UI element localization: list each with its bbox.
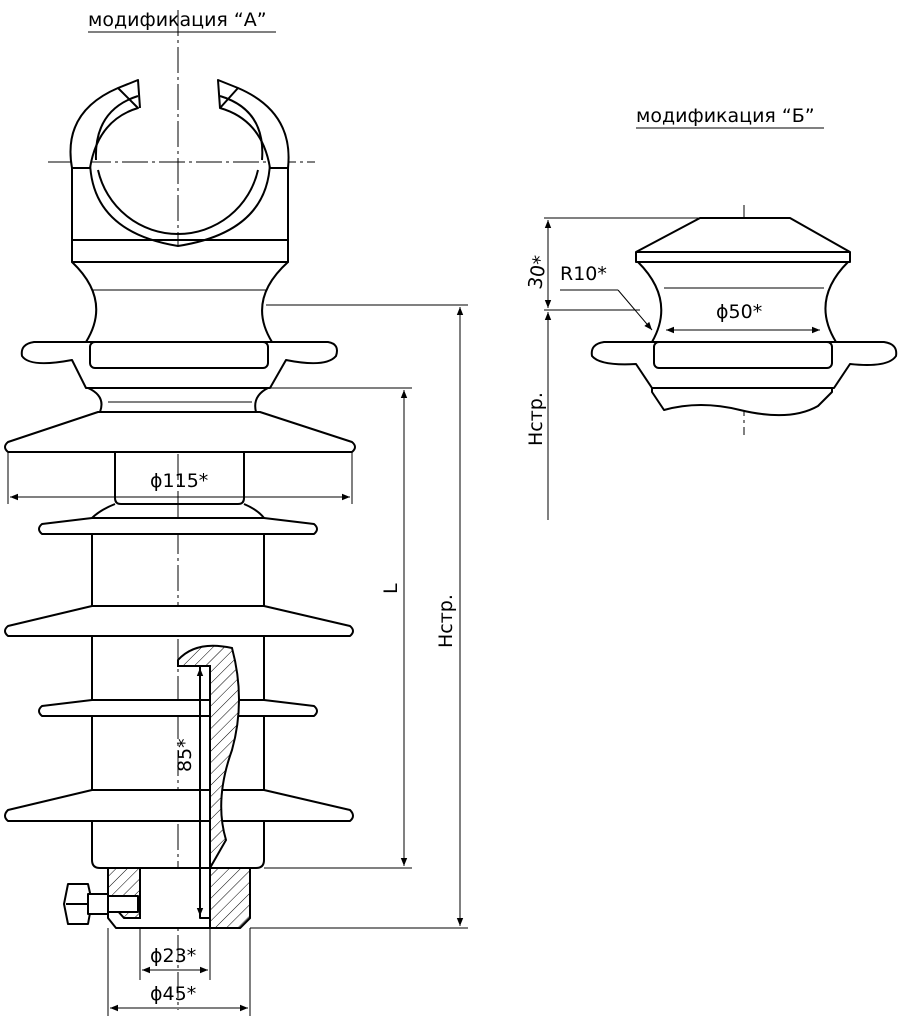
shed-2 [4,605,354,637]
b-cap-top [635,217,851,263]
b-collar-ring [653,341,833,369]
dim-50-label: ϕ50* [716,301,762,323]
rod-cavity-section [177,644,240,872]
clamp-inner-lines [94,95,264,161]
dim-r10-label: R10* [560,263,607,285]
title-mod-a: модификация “А” [88,9,267,31]
collar-ring [89,341,269,369]
core-seg-3 [91,716,265,790]
cap-neck [71,261,289,343]
dim-23-label: ϕ23* [150,945,196,967]
modification-a-view: модификация “А” [4,9,468,1016]
modification-b-view: модификация “Б” 30* R10* ϕ50* Нстр. [524,105,898,520]
b-neck [637,261,849,343]
core-upper [114,452,245,505]
bolt [63,883,139,925]
core-seg-1 [91,534,265,606]
core-upper-transition [91,503,265,519]
dim-45-label: ϕ45* [150,983,196,1005]
dim-hstr-b-label: Нстр. [525,392,547,446]
fitting-section-right [209,867,251,929]
dim-L-label: L [380,583,402,594]
shed-top [4,411,356,453]
clamp-jaw-tips [117,79,239,109]
r10-leader [617,289,653,331]
dim-85-label: 85* [174,738,196,772]
shed-3 [38,699,318,717]
shed-1 [38,517,318,535]
neck-upper [87,387,269,413]
clamp-ring-right [219,87,290,169]
dim-hstr-a-label: Нстр. [435,594,457,648]
dim-115-label: ϕ115* [150,470,208,492]
title-mod-b: модификация “Б” [636,105,815,127]
clamp-ring [69,87,139,169]
core-seg-2 [91,636,265,700]
clamp-inner-arc [97,169,259,235]
shed-4 [4,789,354,822]
